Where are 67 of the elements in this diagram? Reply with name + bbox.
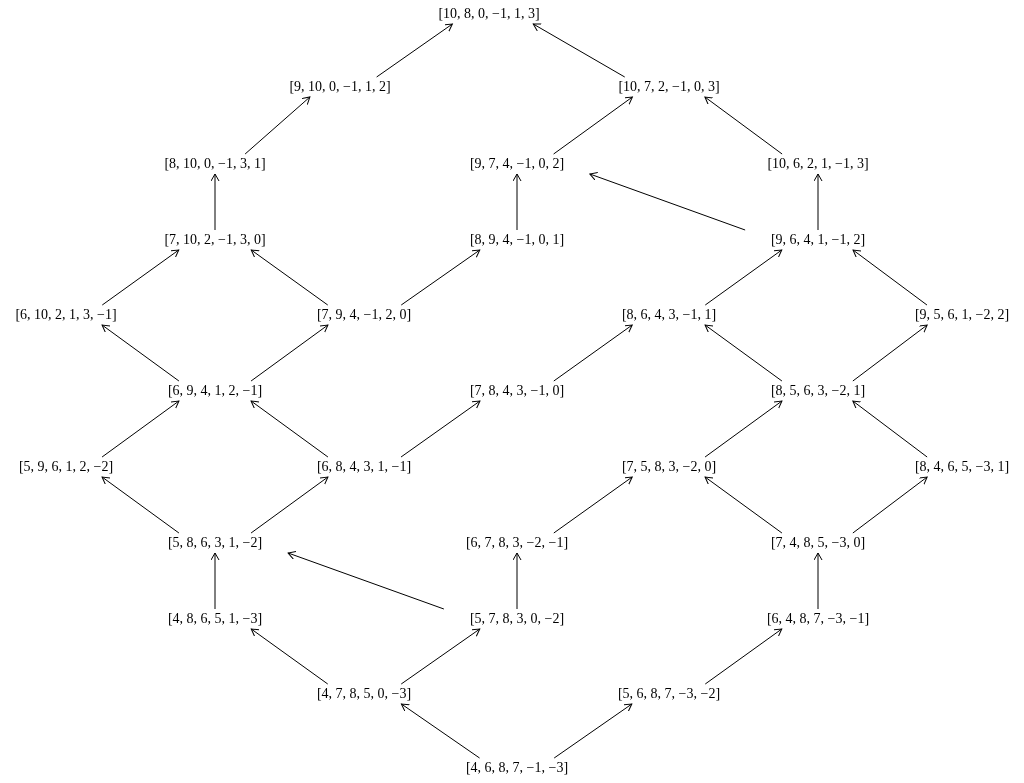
arrow (589, 172, 746, 231)
arrow (250, 476, 329, 534)
arrow (704, 400, 783, 458)
arrow (244, 96, 311, 155)
node-label: [4, 8, 6, 5, 1, −3] (166, 610, 264, 628)
arrow (250, 628, 329, 685)
arrow (512, 173, 522, 231)
arrow (852, 324, 928, 382)
node-label: [5, 6, 8, 7, −3, −2] (616, 685, 722, 703)
node-label: [7, 4, 8, 5, −3, 0] (769, 534, 867, 552)
node-label: [9, 10, 0, −1, 1, 2] (288, 78, 392, 96)
arrow (553, 703, 633, 759)
arrow (210, 552, 220, 610)
node-label: [5, 8, 6, 3, 1, −2] (166, 534, 264, 552)
node-label: [4, 7, 8, 5, 0, −3] (315, 685, 413, 703)
arrow (376, 23, 453, 78)
arrow (250, 324, 329, 382)
arrow (400, 249, 481, 306)
node-label: [7, 9, 4, −1, 2, 0] (315, 306, 413, 324)
arrow (553, 96, 633, 155)
node-label: [4, 6, 8, 7, −1, −3] (464, 759, 570, 777)
node-label: [6, 7, 8, 3, −2, −1] (464, 534, 570, 552)
node-label: [9, 6, 4, 1, −1, 2] (769, 231, 867, 249)
node-label: [6, 10, 2, 1, 3, −1] (14, 306, 118, 324)
node-label: [10, 6, 2, 1, −1, 3] (766, 155, 870, 173)
node-label: [10, 8, 0, −1, 1, 3] (437, 5, 541, 23)
node-label: [6, 4, 8, 7, −3, −1] (765, 610, 871, 628)
arrow (512, 552, 522, 610)
arrow (250, 249, 329, 306)
arrow (704, 249, 783, 306)
node-label: [9, 5, 6, 1, −2, 2] (913, 306, 1011, 324)
arrow (250, 400, 329, 458)
arrow (704, 476, 783, 534)
arrow (101, 476, 180, 534)
arrow (101, 249, 180, 306)
arrow (532, 23, 626, 78)
node-label: [7, 10, 2, −1, 3, 0] (163, 231, 267, 249)
arrow (813, 552, 823, 610)
arrow (852, 400, 928, 458)
node-label: [7, 8, 4, 3, −1, 0] (468, 382, 566, 400)
node-label: [8, 4, 6, 5, −3, 1] (913, 458, 1011, 476)
node-label: [6, 9, 4, 1, 2, −1] (166, 382, 264, 400)
arrow (400, 400, 481, 458)
node-label: [8, 5, 6, 3, −2, 1] (769, 382, 867, 400)
arrow (704, 324, 783, 382)
node-label: [6, 8, 4, 3, 1, −1] (315, 458, 413, 476)
arrow (210, 173, 220, 231)
arrow (287, 551, 445, 610)
node-label: [7, 5, 8, 3, −2, 0] (620, 458, 718, 476)
node-label: [5, 9, 6, 1, 2, −2] (17, 458, 115, 476)
arrow (101, 400, 180, 458)
arrow (553, 476, 633, 534)
arrow (553, 324, 633, 382)
arrow (101, 324, 180, 382)
node-label: [9, 7, 4, −1, 0, 2] (468, 155, 566, 173)
arrow (852, 476, 928, 534)
arrow (704, 628, 783, 685)
arrow (852, 249, 928, 306)
node-label: [8, 10, 0, −1, 3, 1] (163, 155, 267, 173)
node-label: [8, 9, 4, −1, 0, 1] (468, 231, 566, 249)
arrow (813, 173, 823, 231)
node-label: [8, 6, 4, 3, −1, 1] (620, 306, 718, 324)
node-label: [5, 7, 8, 3, 0, −2] (468, 610, 566, 628)
arrow (704, 96, 783, 155)
node-label: [10, 7, 2, −1, 0, 3] (617, 78, 721, 96)
arrow (400, 703, 481, 759)
arrow (400, 628, 481, 685)
